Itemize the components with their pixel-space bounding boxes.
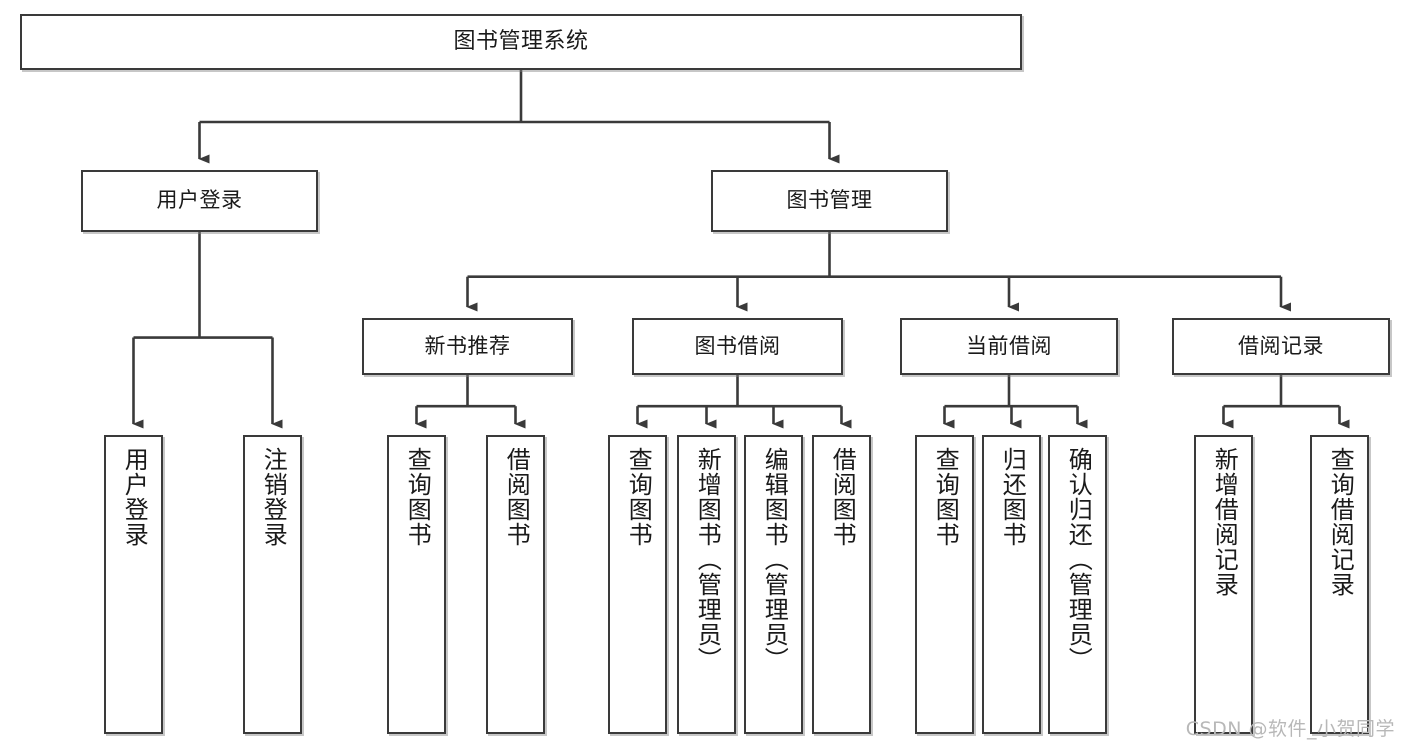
- node-leaf-10[interactable]: 归还图书: [982, 435, 1041, 734]
- node-label: 归还图书: [998, 447, 1027, 547]
- node-leaf-12[interactable]: 新增借阅记录: [1194, 435, 1253, 734]
- node-label: 借阅图书: [828, 447, 857, 547]
- node-leaf-3[interactable]: 查询图书: [387, 435, 446, 734]
- node-records[interactable]: 借阅记录: [1172, 318, 1390, 375]
- node-label: 编辑图书（管理员）: [760, 447, 789, 672]
- node-label: 查询借阅记录: [1326, 447, 1355, 597]
- node-label: 确认归还（管理员）: [1064, 447, 1093, 672]
- node-borrow[interactable]: 图书借阅: [632, 318, 843, 375]
- node-bookmgr[interactable]: 图书管理: [711, 170, 948, 232]
- node-label: 借阅图书: [502, 447, 531, 547]
- node-label: 新增借阅记录: [1210, 447, 1239, 597]
- node-label: 新增图书（管理员）: [693, 447, 722, 672]
- node-leaf-1[interactable]: 用户登录: [104, 435, 163, 734]
- node-label: 查询图书: [403, 447, 432, 547]
- node-leaf-9[interactable]: 查询图书: [915, 435, 974, 734]
- node-label: 用户登录: [120, 447, 149, 547]
- node-newbook[interactable]: 新书推荐: [362, 318, 573, 375]
- node-label: 图书借阅: [694, 333, 781, 358]
- node-label: 查询图书: [931, 447, 960, 547]
- node-label: 图书管理: [786, 188, 873, 213]
- node-leaf-13[interactable]: 查询借阅记录: [1310, 435, 1369, 734]
- watermark-text: CSDN @软件_小贺同学: [1185, 718, 1395, 740]
- node-label: 借阅记录: [1238, 333, 1324, 358]
- node-current[interactable]: 当前借阅: [900, 318, 1118, 375]
- node-label: 新书推荐: [424, 333, 511, 358]
- node-label: 图书管理系统: [453, 28, 589, 54]
- node-leaf-4[interactable]: 借阅图书: [486, 435, 545, 734]
- node-label: 用户登录: [156, 188, 243, 213]
- node-leaf-2[interactable]: 注销登录: [243, 435, 302, 734]
- node-leaf-8[interactable]: 借阅图书: [812, 435, 871, 734]
- node-leaf-5[interactable]: 查询图书: [608, 435, 667, 734]
- node-leaf-11[interactable]: 确认归还（管理员）: [1048, 435, 1107, 734]
- node-label: 注销登录: [259, 447, 288, 547]
- node-login[interactable]: 用户登录: [81, 170, 318, 232]
- node-leaf-6[interactable]: 新增图书（管理员）: [677, 435, 736, 734]
- node-label: 查询图书: [624, 447, 653, 547]
- node-root[interactable]: 图书管理系统: [20, 14, 1022, 70]
- node-leaf-7[interactable]: 编辑图书（管理员）: [744, 435, 803, 734]
- node-label: 当前借阅: [966, 333, 1052, 358]
